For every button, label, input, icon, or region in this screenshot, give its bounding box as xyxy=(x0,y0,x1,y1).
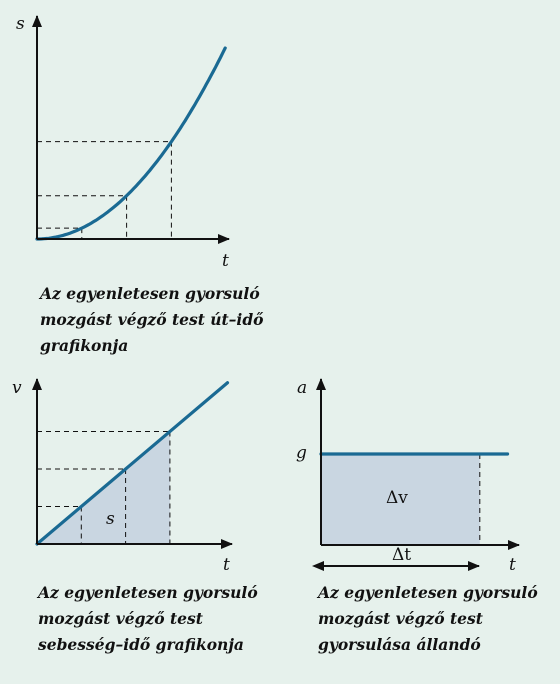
caption-v-t: Az egyenletesen gyorsuló mozgást végző t… xyxy=(38,580,258,658)
caption-a-t: Az egyenletesen gyorsuló mozgást végző t… xyxy=(318,580,538,658)
a-axis-label: a xyxy=(297,378,307,398)
caption-line: Az egyenletesen gyorsuló xyxy=(318,583,538,602)
chart-a-t: a g t Δv Δt xyxy=(296,378,520,575)
t-axis-label: t xyxy=(222,251,229,271)
t-axis-label-3: t xyxy=(509,555,516,575)
caption-line: mozgást végző test xyxy=(318,609,483,628)
caption-s-t: Az egyenletesen gyorsuló mozgást végző t… xyxy=(40,281,264,359)
caption-line: sebesség–idő grafikonja xyxy=(38,635,244,654)
caption-line: Az egyenletesen gyorsuló xyxy=(38,583,258,602)
v-axis-label: v xyxy=(12,378,22,398)
t-axis-label-2: t xyxy=(223,555,230,575)
caption-line: mozgást végző test xyxy=(38,609,203,628)
s-axis-label: s xyxy=(16,14,25,34)
chart-s-t: s t xyxy=(16,14,230,271)
v-t-line xyxy=(35,381,230,546)
caption-line: Az egyenletesen gyorsuló xyxy=(40,284,260,303)
v-t-guides xyxy=(37,431,171,544)
a-t-area xyxy=(321,454,480,545)
delta-v-label: Δv xyxy=(386,488,408,508)
area-label-s: s xyxy=(106,509,115,529)
s-t-curve xyxy=(35,46,227,241)
caption-line: gyorsulása állandó xyxy=(318,635,481,654)
chart-v-t: v t s xyxy=(12,378,233,575)
s-t-guides xyxy=(37,141,172,239)
caption-line: grafikonja xyxy=(40,336,129,355)
delta-t-label: Δt xyxy=(392,545,411,565)
caption-line: mozgást végző test út–idő xyxy=(40,310,264,329)
g-tick-label: g xyxy=(296,443,307,463)
